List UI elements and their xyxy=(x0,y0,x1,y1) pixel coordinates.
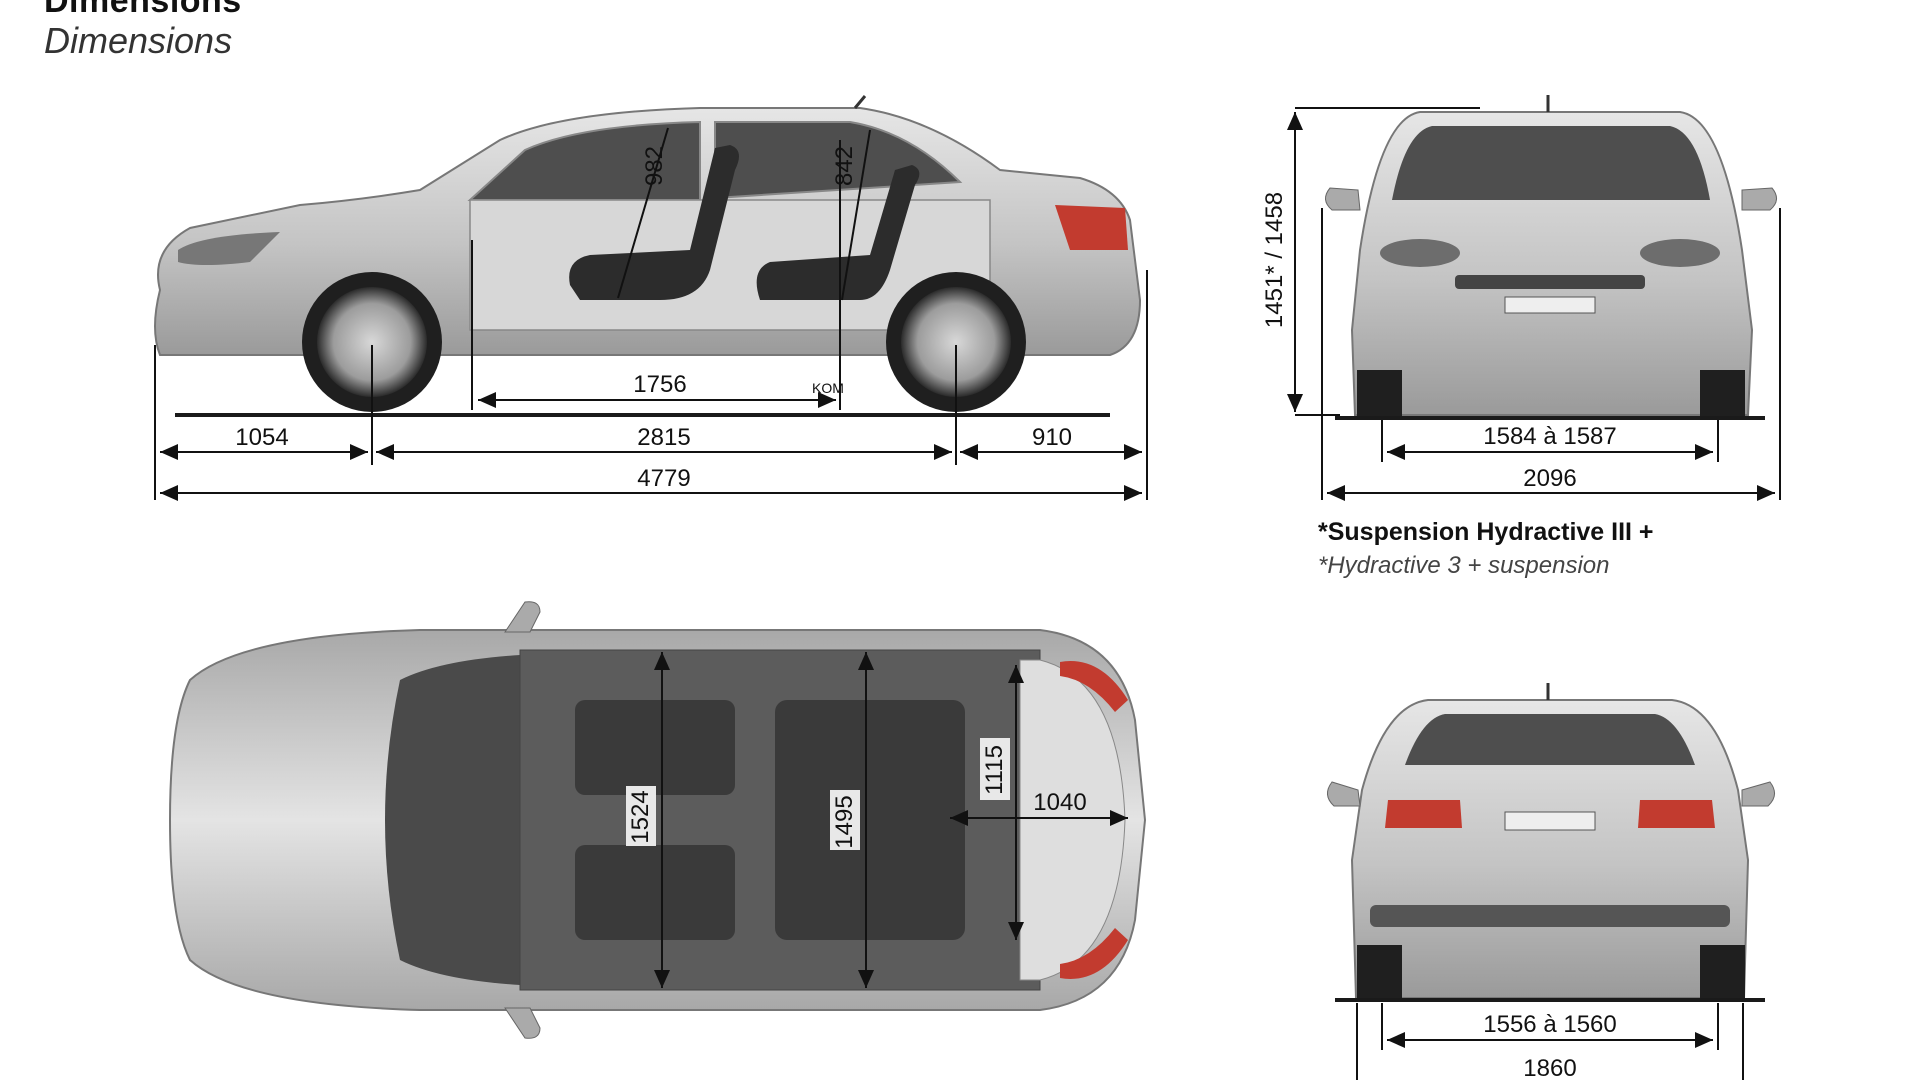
top-taillight-lower xyxy=(1060,928,1128,979)
top-mirror-upper xyxy=(504,601,541,633)
dim-rear-elbow-width: 1495 xyxy=(831,795,858,848)
front-headlight-right xyxy=(1640,239,1720,267)
page-title-secondary: Dimensions xyxy=(44,20,233,61)
top-dimension-lines xyxy=(654,652,1128,988)
dim-cabin-length: 1756 xyxy=(633,371,686,398)
dim-body-width: 1860 xyxy=(1523,1055,1576,1080)
suspension-note-en: *Hydractive 3 + suspension xyxy=(1318,552,1610,579)
top-windshield xyxy=(385,655,520,985)
front-mirror-right xyxy=(1741,187,1777,211)
dim-trunk-depth: 1040 xyxy=(1033,789,1086,816)
page-title-primary: Dimensions xyxy=(44,0,242,20)
dim-height: 1451* / 1458 xyxy=(1261,192,1288,328)
top-mirror-lower xyxy=(504,1007,541,1039)
rear-mirror-left xyxy=(1327,781,1361,807)
dim-overall-length: 4779 xyxy=(637,465,690,492)
dim-front-track: 1584 à 1587 xyxy=(1483,423,1616,450)
front-plate xyxy=(1504,296,1596,314)
rear-bumper xyxy=(1370,905,1730,927)
rear-window xyxy=(1405,714,1695,765)
rear-dimension-lines xyxy=(1356,1003,1744,1080)
dim-cabin-marker: KOM xyxy=(812,380,844,396)
dim-width-mirrors: 2096 xyxy=(1523,465,1576,492)
rear-seat xyxy=(756,165,920,300)
front-view-car xyxy=(1325,95,1777,418)
front-mirror-left xyxy=(1325,187,1361,211)
suspension-note-fr: *Suspension Hydractive III + xyxy=(1318,518,1654,546)
dim-front-elbow-width: 1524 xyxy=(627,790,654,843)
front-grille xyxy=(1455,275,1645,289)
side-view-car xyxy=(154,95,1142,412)
front-seat xyxy=(569,145,739,300)
dim-front-overhang: 1054 xyxy=(235,424,288,451)
front-tire-left xyxy=(1357,370,1402,418)
top-view-car xyxy=(168,601,1147,1039)
dim-front-headroom: 982 xyxy=(641,146,668,186)
top-front-seat-left xyxy=(575,700,735,795)
dim-rear-overhang: 910 xyxy=(1032,424,1072,451)
side-headlight xyxy=(178,232,280,265)
front-dimension-lines xyxy=(1287,107,1781,501)
top-taillight-upper xyxy=(1060,661,1128,712)
front-tire-right xyxy=(1700,370,1745,418)
top-rear-bench xyxy=(775,700,965,940)
side-taillight xyxy=(1055,205,1128,250)
front-windshield xyxy=(1392,126,1710,200)
rear-taillight-left xyxy=(1385,800,1462,828)
dim-rear-headroom: 842 xyxy=(831,146,858,186)
rear-plate xyxy=(1504,811,1596,831)
rear-view-car xyxy=(1327,683,1775,1000)
side-dimension-lines xyxy=(154,127,1148,501)
rear-tire-right xyxy=(1700,945,1745,1000)
front-headlight-left xyxy=(1380,239,1460,267)
dim-rear-track: 1556 à 1560 xyxy=(1483,1011,1616,1038)
rear-tire-left xyxy=(1357,945,1402,1000)
top-front-seat-right xyxy=(575,845,735,940)
dim-trunk-width: 1115 xyxy=(981,745,1008,795)
rear-taillight-right xyxy=(1638,800,1715,828)
dim-wheelbase: 2815 xyxy=(637,424,690,451)
rear-mirror-right xyxy=(1741,781,1775,807)
